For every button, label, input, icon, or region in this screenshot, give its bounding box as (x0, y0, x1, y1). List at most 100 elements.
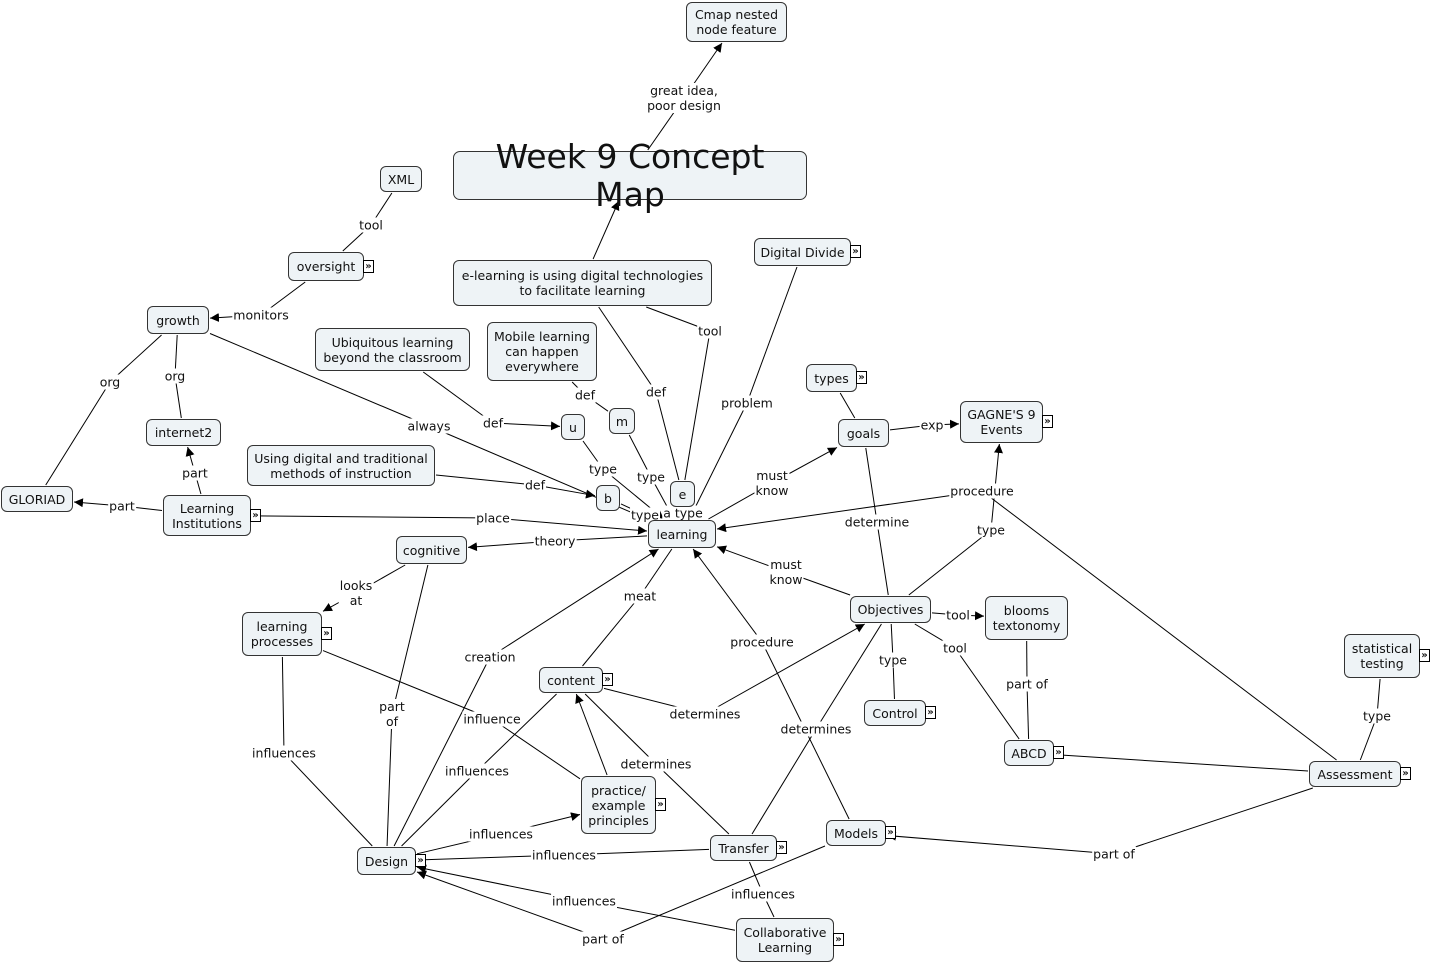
link-label[interactable]: type (630, 507, 660, 523)
expand-nested-icon[interactable]: » (776, 841, 787, 854)
link-label[interactable]: influences (531, 847, 597, 863)
concept-node-control[interactable]: Control» (864, 700, 936, 726)
link-label[interactable]: a type (662, 505, 704, 521)
link-label[interactable]: tool (945, 607, 971, 623)
link-label[interactable]: theory (533, 533, 577, 549)
link-label[interactable]: looks at (338, 578, 374, 608)
concept-node-transfer[interactable]: Transfer» (710, 835, 787, 861)
concept-node-mobile[interactable]: Mobile learning can happen everywhere (487, 322, 597, 381)
expand-nested-icon[interactable]: » (850, 245, 861, 258)
concept-node-learnproc[interactable]: learning processes» (242, 612, 332, 656)
expand-nested-icon[interactable]: » (250, 508, 261, 522)
link-label[interactable]: tool (942, 640, 968, 656)
link-label[interactable]: influences (730, 886, 796, 902)
expand-nested-icon[interactable]: » (1400, 767, 1411, 780)
expand-nested-icon[interactable]: » (321, 627, 332, 640)
expand-nested-icon[interactable]: » (885, 826, 896, 839)
concept-node-gagne[interactable]: GAGNE'S 9 Events» (960, 401, 1053, 443)
expand-nested-icon[interactable]: » (655, 798, 666, 811)
concept-node-elearn[interactable]: e-learning is using digital technologies… (453, 260, 712, 306)
concept-node-cmap[interactable]: Cmap nested node feature (686, 2, 787, 42)
link-label[interactable]: must know (754, 468, 790, 498)
concept-node-cognitive[interactable]: cognitive (396, 536, 467, 564)
link-label[interactable]: part (181, 465, 209, 481)
expand-nested-icon[interactable]: » (415, 854, 426, 867)
concept-node-oversight[interactable]: oversight» (288, 252, 374, 281)
concept-node-m[interactable]: m (609, 408, 635, 434)
concept-node-usingdigital[interactable]: Using digital and traditional methods of… (247, 445, 435, 486)
expand-nested-icon[interactable]: » (1053, 746, 1064, 759)
link-label[interactable]: tool (358, 217, 384, 233)
concept-node-abcd[interactable]: ABCD» (1004, 740, 1064, 766)
concept-node-types[interactable]: types» (806, 364, 867, 392)
link-label[interactable]: part of (1005, 676, 1049, 692)
link-label[interactable]: influences (444, 763, 510, 779)
link-label[interactable]: part (108, 498, 136, 514)
link-label[interactable]: part of (581, 931, 625, 947)
link-label[interactable]: determines (668, 706, 742, 722)
concept-node-u[interactable]: u (561, 414, 585, 440)
link-label[interactable]: place (475, 510, 511, 526)
link-label[interactable]: procedure (949, 483, 1015, 499)
concept-node-practice[interactable]: practice/ example principles» (581, 776, 666, 834)
concept-node-blooms[interactable]: blooms textonomy (985, 596, 1068, 640)
concept-node-learning[interactable]: learning (648, 520, 716, 548)
link-label[interactable]: creation (463, 649, 517, 665)
expand-nested-icon[interactable]: » (363, 259, 374, 273)
link-label[interactable]: def (644, 384, 668, 400)
concept-node-content[interactable]: content» (539, 667, 613, 693)
link-label[interactable]: determines (619, 756, 693, 772)
link-label[interactable]: def (573, 387, 597, 403)
map-title-node[interactable]: Week 9 Concept Map (453, 137, 807, 213)
link-label[interactable]: type (588, 461, 618, 477)
link-label[interactable]: org (98, 374, 122, 390)
link-label[interactable]: influences (551, 893, 617, 909)
concept-node-collab[interactable]: Collaborative Learning» (736, 918, 844, 962)
link-label[interactable]: always (406, 418, 452, 434)
link-label[interactable]: def (481, 415, 505, 431)
link-label[interactable]: exp (919, 417, 945, 433)
concept-node-statistical[interactable]: statistical testing» (1344, 634, 1430, 678)
link-label[interactable]: type (976, 522, 1006, 538)
link-label[interactable]: type (1362, 708, 1392, 724)
concept-node-growth[interactable]: growth (147, 306, 209, 334)
link-label[interactable]: def (523, 477, 547, 493)
link-label[interactable]: great idea, poor design (646, 83, 722, 113)
link-label[interactable]: part of (378, 699, 406, 729)
expand-nested-icon[interactable]: » (856, 371, 867, 384)
link-label[interactable]: tool (697, 323, 723, 339)
link-label[interactable]: org (163, 368, 187, 384)
concept-node-assessment[interactable]: Assessment» (1309, 761, 1411, 787)
concept-node-design[interactable]: Design» (357, 847, 426, 875)
link-label[interactable]: procedure (729, 634, 795, 650)
concept-node-models[interactable]: Models» (826, 820, 896, 846)
link-label[interactable]: determines (779, 721, 853, 737)
expand-nested-icon[interactable]: » (833, 933, 844, 946)
link-label[interactable]: type (878, 652, 908, 668)
link-label[interactable]: type (636, 469, 666, 485)
concept-node-e[interactable]: e (670, 481, 695, 507)
concept-node-gloriad[interactable]: GLORIAD (1, 486, 73, 512)
concept-node-b[interactable]: b (596, 485, 620, 511)
link-label[interactable]: problem (720, 395, 774, 411)
concept-node-digitaldivide[interactable]: Digital Divide» (754, 238, 861, 266)
concept-node-learninginst[interactable]: Learning Institutions» (163, 495, 261, 536)
link-label[interactable]: determine (843, 514, 911, 530)
concept-node-goals[interactable]: goals (838, 419, 889, 447)
expand-nested-icon[interactable]: » (925, 706, 936, 719)
concept-node-internet2[interactable]: internet2 (146, 419, 221, 446)
expand-nested-icon[interactable]: » (1419, 649, 1430, 662)
link-label[interactable]: influence (462, 711, 522, 727)
concept-node-objectives[interactable]: Objectives (850, 596, 931, 623)
link-line-growth (209, 333, 430, 427)
link-label[interactable]: monitors (232, 307, 290, 323)
link-label[interactable]: influences (468, 826, 534, 842)
link-label[interactable]: part of (1092, 846, 1136, 862)
expand-nested-icon[interactable]: » (1042, 415, 1053, 428)
concept-node-ubiq[interactable]: Ubiquitous learning beyond the classroom (315, 328, 470, 371)
concept-node-xml[interactable]: XML (380, 166, 422, 192)
link-label[interactable]: must know (768, 557, 804, 587)
expand-nested-icon[interactable]: » (602, 673, 613, 686)
link-label[interactable]: influences (251, 745, 317, 761)
link-label[interactable]: meat (622, 588, 658, 604)
